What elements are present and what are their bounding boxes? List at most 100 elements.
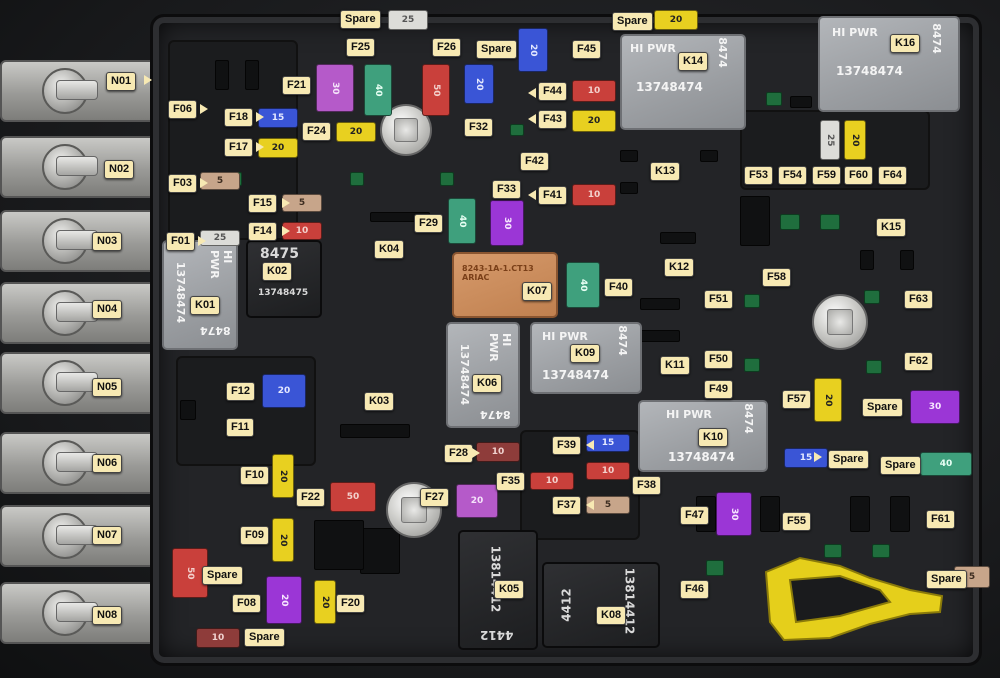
label-spare: Spare [244,628,285,647]
fuse-f44: 10 [572,80,616,102]
label-spare: Spare [828,450,869,469]
fuse-f15: 5 [282,194,322,212]
label-f28: F28 [444,444,473,463]
label-f51: F51 [704,290,733,309]
label-f50: F50 [704,350,733,369]
label-f55: F55 [782,512,811,531]
label-f03: F03 [168,174,197,193]
tray-wall [176,356,316,466]
bolt [386,482,442,538]
label-f45: F45 [572,40,601,59]
fuse-f60: 20 [844,120,866,160]
fuse-spare-green-right: 40 [920,452,972,476]
stud-terminal-n06 [0,432,160,494]
label-f18: F18 [224,108,253,127]
label-f15: F15 [248,194,277,213]
label-f54: F54 [778,166,807,185]
stud-terminal-n05 [0,352,160,414]
bolt [812,294,868,350]
label-k04: K04 [374,240,405,259]
label-f57: F57 [782,390,811,409]
label-f32: F32 [464,118,493,137]
fuse-f27: 20 [456,484,498,518]
label-f64: F64 [878,166,907,185]
fuse-f12: 20 [262,374,306,408]
label-n01: N01 [106,72,137,91]
fuse-f03: 5 [200,172,240,190]
label-f01: F01 [166,232,195,251]
fuse-spare-20: 20 [654,10,698,30]
label-f11: F11 [226,418,255,437]
label-k03: K03 [364,392,395,411]
label-spare: Spare [612,12,653,31]
label-f59: F59 [812,166,841,185]
label-spare: Spare [476,40,517,59]
label-f38: F38 [632,476,661,495]
label-n05: N05 [92,378,123,397]
fuse-f20: 20 [314,580,336,624]
label-f47: F47 [680,506,709,525]
label-n07: N07 [92,526,123,545]
label-k07: K07 [522,282,553,301]
stud-terminal-n08 [0,582,160,644]
label-f37: F37 [552,496,581,515]
fuse-f24: 20 [336,122,376,142]
label-f41: F41 [538,186,567,205]
label-f53: F53 [744,166,773,185]
label-f44: F44 [538,82,567,101]
fuse-f47: 30 [716,492,752,536]
label-n08: N08 [92,606,123,625]
label-k10: K10 [698,428,729,447]
stud-terminal-n03 [0,210,160,272]
fuse-f25: 40 [364,64,392,116]
relay-k16: HI PWR 13748474 8474 [818,16,960,112]
label-f58: F58 [762,268,791,287]
fuse-spare-25: 25 [388,10,428,30]
fuse-f01: 25 [200,230,240,246]
label-n03: N03 [92,232,123,251]
label-f17: F17 [224,138,253,157]
label-f10: F10 [240,466,269,485]
label-f08: F08 [232,594,261,613]
yellow-locking-clip [764,556,944,642]
fuse-f57: 20 [814,378,842,422]
label-k14: K14 [678,52,709,71]
label-k16: K16 [890,34,921,53]
label-k11: K11 [660,356,690,375]
label-k08: K08 [596,606,627,625]
relay-k02: 8475 13748475 [246,240,322,318]
label-f12: F12 [226,382,255,401]
fuse-f33: 30 [490,200,524,246]
fuse-f26: 50 [422,64,450,116]
fuse-f22: 50 [330,482,376,512]
label-k05: K05 [494,580,525,599]
label-f29: F29 [414,214,443,233]
fuse-f38: 10 [586,462,630,480]
label-f40: F40 [604,278,633,297]
label-spare: Spare [340,10,381,29]
label-f09: F09 [240,526,269,545]
label-k06: K06 [472,374,503,393]
fuse-f35: 10 [530,472,574,490]
label-f22: F22 [296,488,325,507]
label-f26: F26 [432,38,461,57]
label-f27: F27 [420,488,449,507]
label-f42: F42 [520,152,549,171]
label-f60: F60 [844,166,873,185]
stud-terminal-n07 [0,505,160,567]
stud-terminal-n04 [0,282,160,344]
label-spare: Spare [926,570,967,589]
stud-terminal-n02 [0,136,160,198]
label-f25: F25 [346,38,375,57]
fuse-f17: 20 [258,138,298,158]
label-f06: F06 [168,100,197,119]
label-spare: Spare [862,398,903,417]
label-f24: F24 [302,122,331,141]
fuse-spare-purple-right: 30 [910,390,960,424]
label-f46: F46 [680,580,709,599]
label-spare: Spare [202,566,243,585]
label-f63: F63 [904,290,933,309]
label-n02: N02 [104,160,135,179]
fuse-f40: 40 [566,262,600,308]
